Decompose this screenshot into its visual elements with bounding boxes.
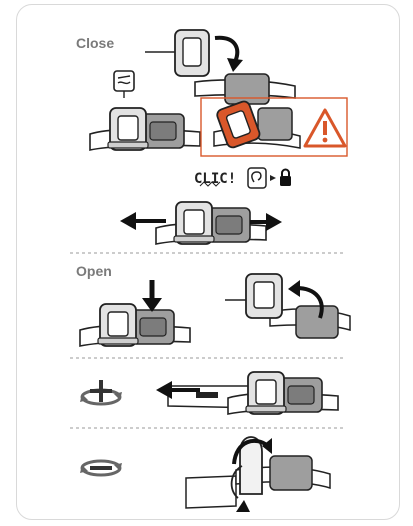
- close-step-locked: [120, 202, 282, 244]
- ear-icon: [248, 168, 266, 188]
- press-down-arrow: [142, 280, 162, 312]
- open-step-press: [80, 280, 190, 346]
- adjust-tighten-step: [156, 372, 338, 414]
- clic-indicator: [200, 168, 291, 188]
- loosen-arrow-down: [236, 500, 250, 512]
- close-step-warning: [201, 98, 347, 156]
- padlock-icon: [280, 170, 291, 187]
- open-step-lift: [225, 274, 350, 338]
- adjust-loosen-step: [186, 437, 330, 512]
- note-icon: [114, 71, 134, 91]
- close-step-insert: [145, 30, 295, 104]
- rotate-minus-icon: [80, 461, 122, 475]
- rotate-plus-icon: [80, 380, 122, 404]
- warning-triangle-icon: [305, 110, 345, 146]
- insert-arrow: [215, 38, 237, 62]
- arrow-right-small-icon: [270, 175, 276, 181]
- close-step-silent: [90, 71, 200, 150]
